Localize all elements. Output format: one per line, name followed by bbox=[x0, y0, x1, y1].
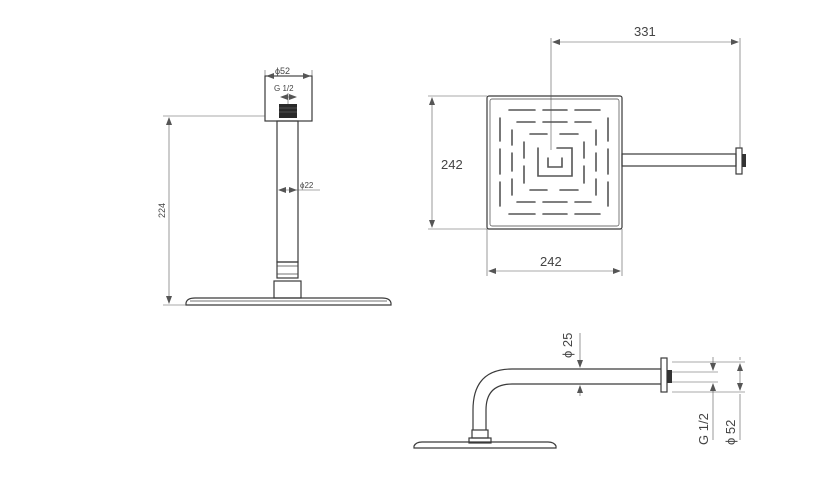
arm-wall-thread bbox=[667, 370, 672, 383]
dim-arm-length: 331 bbox=[634, 24, 656, 39]
dim-arm-diameter: ϕ 25 bbox=[560, 333, 575, 358]
arm-connector bbox=[471, 429, 489, 439]
side-view: ϕ52 G 1/2 ϕ22 224 bbox=[157, 66, 392, 306]
dim-head-depth: 242 bbox=[441, 157, 463, 172]
thread-block bbox=[279, 104, 297, 118]
nozzle-pattern bbox=[499, 109, 609, 215]
head-outline bbox=[486, 95, 623, 230]
wall-thread bbox=[742, 154, 746, 167]
dim-head-width: 242 bbox=[540, 254, 562, 269]
connector-nut bbox=[276, 261, 299, 279]
arm-head-plate bbox=[413, 441, 557, 449]
top-view: 331 242 242 bbox=[428, 24, 746, 276]
wall-flange bbox=[735, 147, 743, 175]
arm-wall-flange bbox=[660, 357, 668, 393]
arm-side-view: ϕ 25 G 1/2 ϕ 52 bbox=[413, 333, 745, 449]
arm-curve-outer bbox=[472, 368, 661, 430]
dim-height: 224 bbox=[157, 203, 167, 218]
dim-pipe-diameter: ϕ22 bbox=[300, 181, 314, 190]
ceiling-pipe bbox=[276, 120, 299, 263]
dim-flange-diameter: ϕ52 bbox=[275, 66, 290, 76]
dim-arm-flange-diameter: ϕ 52 bbox=[723, 420, 738, 445]
arm-curve-inner bbox=[485, 383, 661, 430]
wall-arm bbox=[621, 153, 737, 167]
dim-thread: G 1/2 bbox=[274, 84, 294, 93]
ball-joint bbox=[273, 280, 302, 299]
shower-head-plate bbox=[185, 297, 392, 306]
dim-arm-thread: G 1/2 bbox=[696, 413, 711, 445]
